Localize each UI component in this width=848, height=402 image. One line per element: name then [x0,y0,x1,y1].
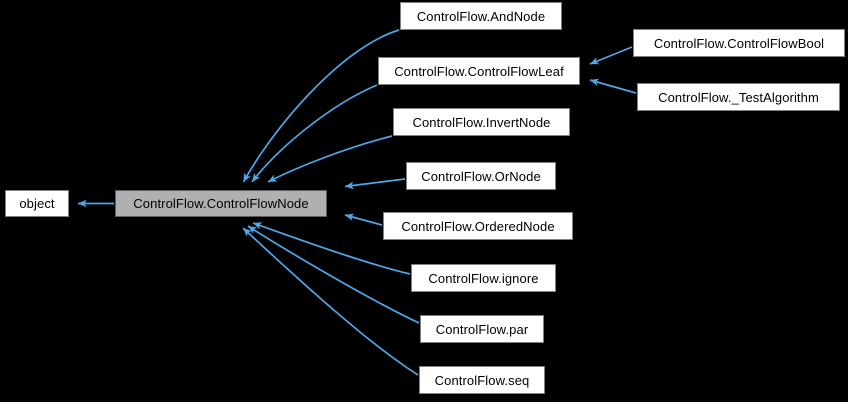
edge-par-to-control-flow-node [247,225,420,324]
node-invert-node[interactable]: ControlFlow.InvertNode [393,108,570,136]
node-invert-node-label: ControlFlow.InvertNode [412,114,551,130]
node-and-node-label: ControlFlow.AndNode [416,8,546,24]
edge-ordered-node-to-control-flow-node [344,213,383,226]
node-ordered-node-label: ControlFlow.OrderedNode [401,218,555,234]
edge-test-algorithm-to-control-flow-leaf [589,78,637,94]
node-ordered-node[interactable]: ControlFlow.OrderedNode [383,212,573,240]
edge-and-node-to-control-flow-node [242,29,400,183]
node-and-node[interactable]: ControlFlow.AndNode [400,2,562,30]
node-par[interactable]: ControlFlow.par [420,315,544,343]
node-control-flow-leaf[interactable]: ControlFlow.ControlFlowLeaf [378,57,580,85]
node-or-node[interactable]: ControlFlow.OrNode [406,162,556,190]
edge-seq-to-control-flow-node [242,227,419,376]
edge-control-flow-bool-to-control-flow-leaf [589,46,633,65]
node-control-flow-bool[interactable]: ControlFlow.ControlFlowBool [633,29,845,57]
node-object[interactable]: object [5,190,69,217]
node-object-label: object [19,196,55,211]
node-seq-label: ControlFlow.seq [434,372,530,388]
node-or-node-label: ControlFlow.OrNode [421,168,541,184]
node-ignore-label: ControlFlow.ignore [428,270,539,286]
edge-or-node-to-control-flow-node [344,178,406,190]
node-seq[interactable]: ControlFlow.seq [419,366,545,394]
node-ignore[interactable]: ControlFlow.ignore [411,264,556,292]
node-control-flow-node[interactable]: ControlFlow.ControlFlowNode [115,190,327,217]
node-test-algorithm-label: ControlFlow._TestAlgorithm [658,89,819,105]
edge-control-flow-leaf-to-control-flow-node [251,84,378,183]
node-control-flow-leaf-label: ControlFlow.ControlFlowLeaf [394,63,564,79]
node-par-label: ControlFlow.par [435,321,529,337]
node-test-algorithm[interactable]: ControlFlow._TestAlgorithm [637,83,840,111]
node-control-flow-node-label: ControlFlow.ControlFlowNode [133,196,309,211]
node-control-flow-bool-label: ControlFlow.ControlFlowBool [653,35,825,51]
edge-invert-node-to-control-flow-node [267,135,393,183]
